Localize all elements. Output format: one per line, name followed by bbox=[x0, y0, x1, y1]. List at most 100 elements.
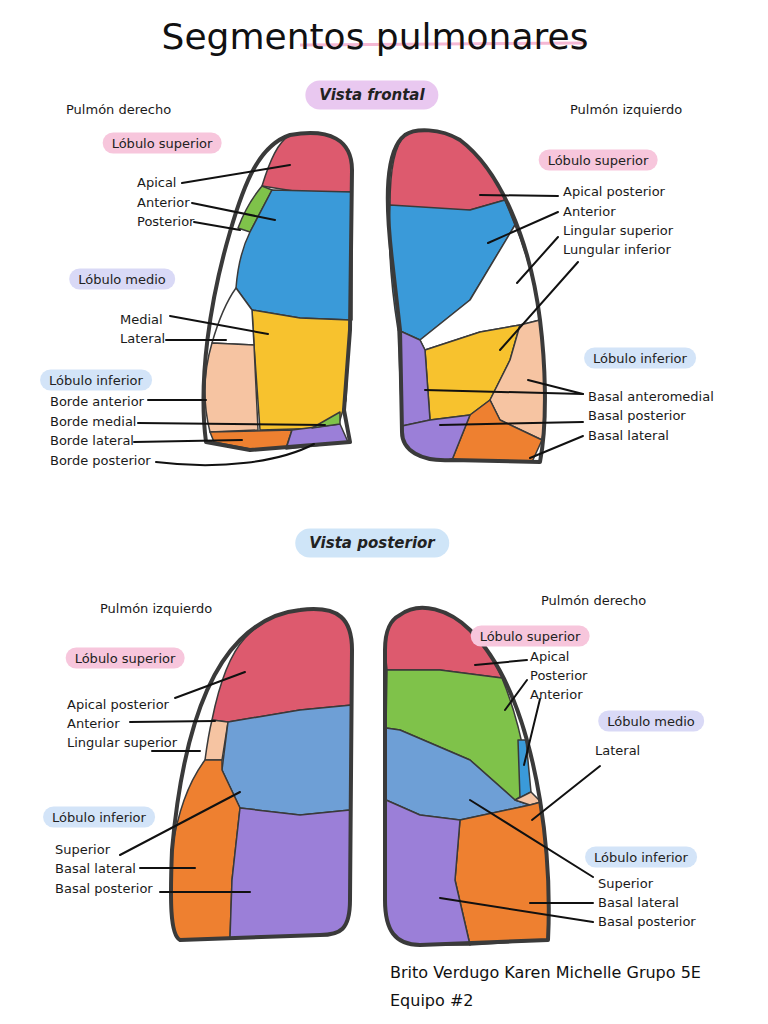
lung-segment bbox=[212, 609, 352, 722]
leader-lines bbox=[120, 165, 600, 922]
segment-label: Borde lateral bbox=[50, 433, 134, 449]
lobe-badge: Lóbulo superior bbox=[66, 648, 185, 669]
badge-text: Lóbulo superior bbox=[75, 651, 176, 666]
segment-label: Pulmón izquierdo bbox=[100, 601, 212, 617]
leader-line bbox=[440, 898, 593, 922]
leader-line bbox=[524, 699, 540, 765]
segment-label: Apical bbox=[137, 175, 176, 191]
badge-text: Lóbulo inferior bbox=[52, 810, 146, 825]
badge-text: Lóbulo medio bbox=[78, 272, 166, 287]
author-credit: Equipo #2 bbox=[390, 993, 473, 1009]
segment-label: Pulmón derecho bbox=[66, 102, 171, 118]
lung-segment bbox=[386, 728, 530, 820]
lobe-badge: Lóbulo inferior bbox=[43, 807, 155, 828]
leader-line bbox=[152, 750, 200, 752]
leader-line bbox=[470, 800, 593, 877]
frontal-left-lung bbox=[388, 130, 546, 462]
lung-outline bbox=[385, 608, 549, 945]
segment-label: Basal lateral bbox=[598, 895, 679, 911]
view-badge: Vista posterior bbox=[295, 529, 449, 558]
segment-label: Basal anteromedial bbox=[588, 389, 714, 405]
lobe-badge: Lóbulo inferior bbox=[585, 847, 697, 868]
lung-segment bbox=[222, 705, 352, 815]
segment-label: Apical posterior bbox=[563, 184, 665, 200]
segment-label: Lingular superior bbox=[563, 223, 673, 239]
leader-line bbox=[170, 316, 268, 334]
segment-label: Basal lateral bbox=[55, 861, 136, 877]
lung-segment bbox=[236, 190, 352, 320]
page-title: Segmentos pulmonares bbox=[0, 16, 750, 57]
lobe-badge: Lóbulo superior bbox=[103, 133, 222, 154]
badge-text: Vista frontal bbox=[319, 86, 424, 104]
lobe-badge: Lóbulo medio bbox=[69, 269, 175, 290]
segment-label: Posterior bbox=[530, 668, 587, 684]
leader-line bbox=[138, 423, 325, 425]
posterior-left-lung bbox=[171, 609, 352, 940]
leader-line bbox=[488, 212, 558, 243]
lung-segment bbox=[385, 800, 470, 945]
segment-label: Lateral bbox=[120, 331, 165, 347]
leader-line bbox=[140, 867, 195, 869]
view-badge: Vista frontal bbox=[305, 81, 438, 110]
lung-segment bbox=[452, 400, 542, 462]
segment-label: Lungular inferior bbox=[563, 242, 671, 258]
leader-line bbox=[194, 222, 240, 230]
lung-segment bbox=[230, 808, 350, 938]
leader-line bbox=[160, 891, 250, 893]
lung-outline bbox=[171, 609, 352, 940]
leader-line bbox=[532, 766, 600, 820]
badge-text: Lóbulo superior bbox=[112, 136, 213, 151]
segment-label: Superior bbox=[598, 876, 653, 892]
segment-label: Basal posterior bbox=[588, 408, 686, 424]
leader-line bbox=[134, 440, 242, 442]
leader-line bbox=[156, 444, 314, 465]
leader-line bbox=[192, 203, 275, 220]
leader-line bbox=[130, 721, 215, 722]
segment-label: Posterior bbox=[137, 214, 194, 230]
lung-segment bbox=[212, 288, 254, 345]
leader-line bbox=[166, 339, 226, 341]
lobe-badge: Lóbulo superior bbox=[539, 150, 658, 171]
segment-label: Anterior bbox=[530, 687, 582, 703]
segment-label: Basal posterior bbox=[598, 914, 696, 930]
segment-label: Lateral bbox=[595, 743, 640, 759]
badge-text: Lóbulo inferior bbox=[594, 850, 688, 865]
segment-label: Superior bbox=[55, 842, 110, 858]
leader-line bbox=[475, 660, 527, 665]
segment-label: Lingular superior bbox=[67, 735, 177, 751]
lung-segment bbox=[252, 310, 350, 430]
lung-segment bbox=[455, 802, 549, 945]
lung-segment bbox=[205, 343, 258, 432]
leader-line bbox=[517, 237, 558, 283]
lung-outline bbox=[203, 133, 352, 450]
leader-line bbox=[505, 680, 527, 710]
leader-line bbox=[182, 165, 290, 183]
segment-label: Pulmón derecho bbox=[541, 593, 646, 609]
segment-label: Pulmón izquierdo bbox=[570, 102, 682, 118]
leader-line bbox=[148, 399, 206, 401]
segment-label: Anterior bbox=[67, 716, 119, 732]
badge-text: Lóbulo superior bbox=[548, 153, 649, 168]
segment-label: Apical bbox=[530, 649, 569, 665]
leader-line bbox=[480, 195, 558, 196]
segment-label: Borde anterior bbox=[50, 394, 144, 410]
leader-line bbox=[530, 436, 583, 458]
lung-outline bbox=[388, 130, 545, 462]
lobe-badge: Lóbulo medio bbox=[598, 711, 704, 732]
badge-text: Lóbulo superior bbox=[480, 629, 581, 644]
badge-text: Lóbulo medio bbox=[607, 714, 695, 729]
segment-label: Anterior bbox=[563, 204, 615, 220]
segment-label: Basal lateral bbox=[588, 428, 669, 444]
segment-label: Anterior bbox=[137, 195, 189, 211]
segment-label: Borde medial bbox=[50, 414, 136, 430]
leader-line bbox=[440, 422, 583, 425]
leader-line bbox=[425, 390, 583, 394]
leader-line bbox=[530, 902, 593, 904]
posterior-right-lung bbox=[385, 608, 549, 945]
badge-text: Lóbulo inferior bbox=[593, 351, 687, 366]
segment-label: Borde posterior bbox=[50, 453, 151, 469]
lobe-badge: Lóbulo superior bbox=[471, 626, 590, 647]
frontal-right-lung bbox=[203, 133, 352, 450]
lobe-badge: Lóbulo inferior bbox=[40, 370, 152, 391]
